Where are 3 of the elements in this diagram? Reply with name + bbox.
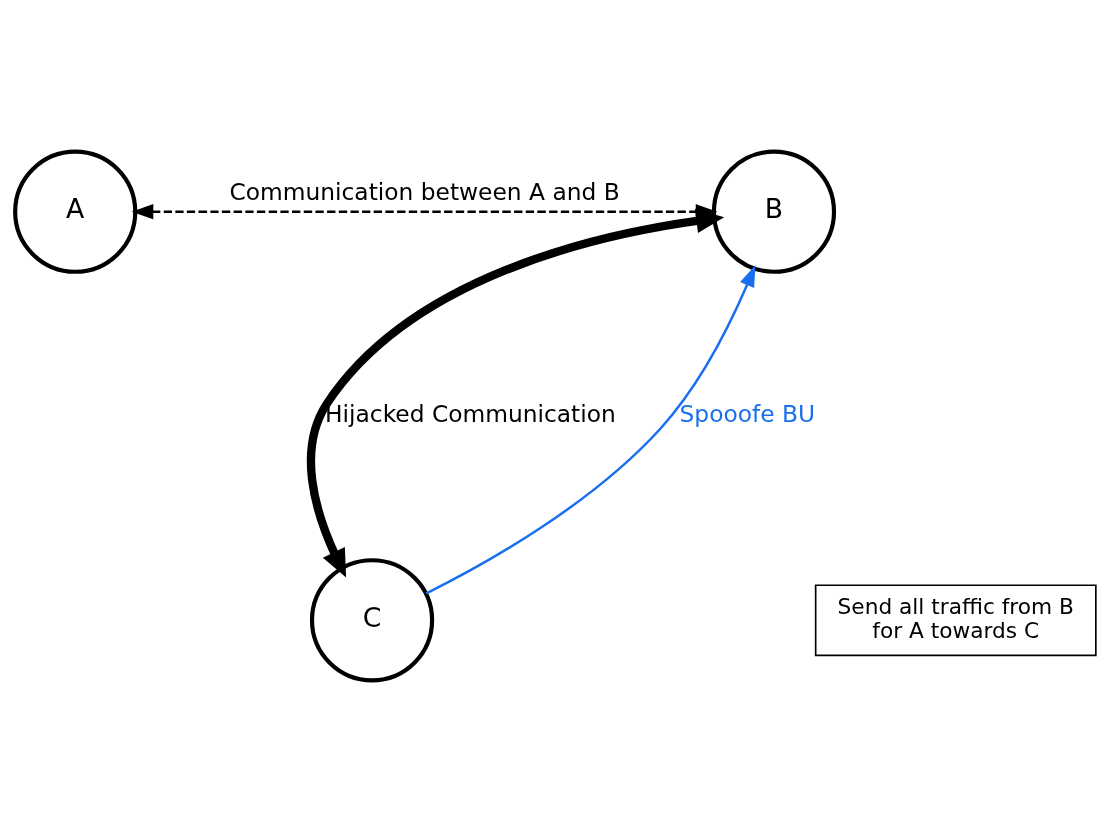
edge-label: Communication between A and B [229,178,620,207]
edge-label: Hijacked Communication [325,400,616,429]
edge-label: Spooofe BU [679,400,816,429]
